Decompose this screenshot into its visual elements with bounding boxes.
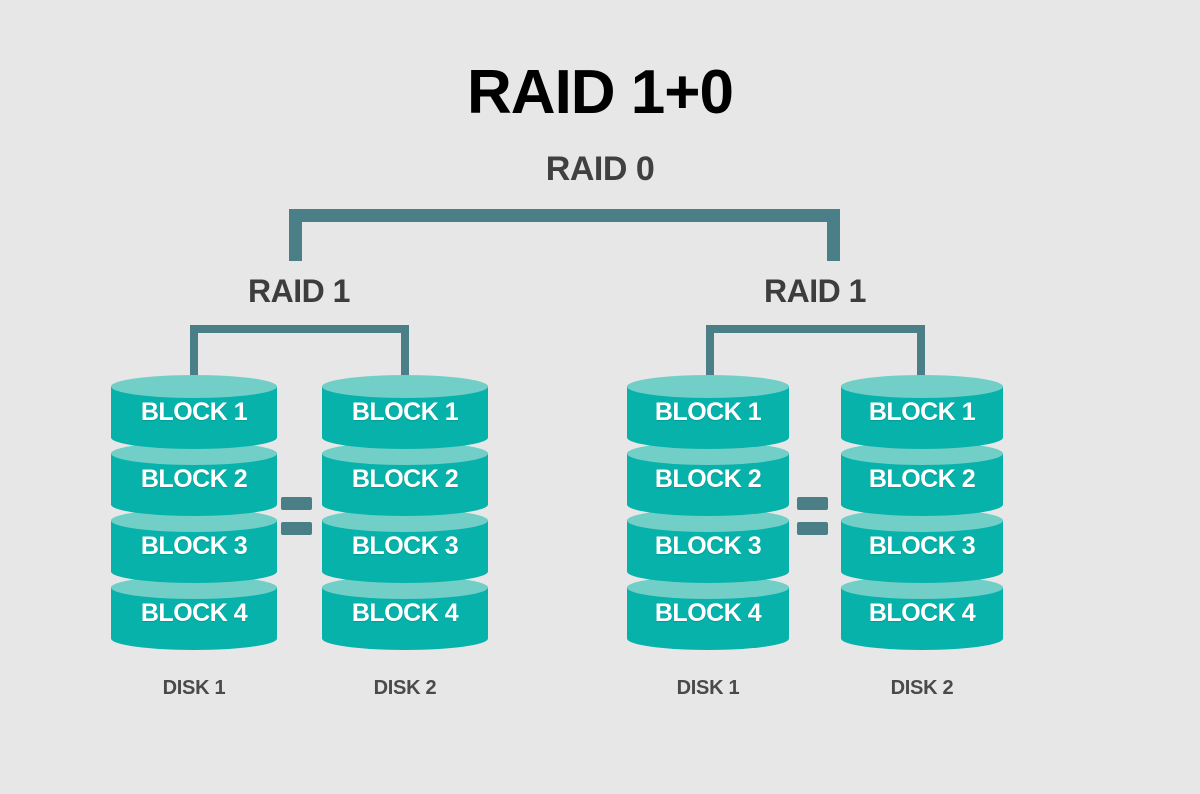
equals-bar-bottom: [281, 522, 312, 535]
raid0-label: RAID 0: [545, 150, 655, 188]
block-label: BLOCK 2: [868, 465, 976, 493]
disk-caption: DISK 2: [890, 677, 954, 699]
disk-block: BLOCK 2: [627, 442, 789, 516]
block-list: BLOCK 4 BLOCK 3 BLOCK 2 BLOCK 1: [322, 375, 488, 653]
disk-block: BLOCK 4: [322, 576, 488, 650]
disk-block: BLOCK 3: [627, 509, 789, 583]
raid1-label-left: RAID 1: [248, 273, 350, 309]
disk-block: BLOCK 1: [627, 375, 789, 449]
disk-caption: DISK 1: [162, 677, 226, 699]
disk-block: BLOCK 3: [111, 509, 277, 583]
disk-block: BLOCK 3: [322, 509, 488, 583]
cylinder-top: [841, 375, 1003, 398]
disk-stack: BLOCK 4 BLOCK 3 BLOCK 2 BLOCK 1: [111, 375, 277, 653]
raid0-bracket: [289, 209, 840, 261]
disk-stack: BLOCK 4 BLOCK 3 BLOCK 2 BLOCK 1: [841, 375, 1003, 653]
block-label: BLOCK 1: [868, 398, 976, 426]
block-label: BLOCK 2: [351, 465, 459, 493]
disk-block: BLOCK 1: [111, 375, 277, 449]
block-list: BLOCK 4 BLOCK 3 BLOCK 2 BLOCK 1: [627, 375, 789, 653]
block-label: BLOCK 4: [654, 599, 762, 627]
cylinder-top: [627, 576, 789, 599]
cylinder-top: [322, 375, 488, 398]
block-list: BLOCK 4 BLOCK 3 BLOCK 2 BLOCK 1: [841, 375, 1003, 653]
block-label: BLOCK 4: [868, 599, 976, 627]
cylinder-top: [841, 576, 1003, 599]
block-label: BLOCK 1: [654, 398, 762, 426]
disk-caption: DISK 1: [676, 677, 740, 699]
block-label: BLOCK 1: [140, 398, 248, 426]
block-label: BLOCK 4: [140, 599, 248, 627]
equals-bar-bottom: [797, 522, 828, 535]
block-label: BLOCK 3: [351, 532, 459, 560]
disk-block: BLOCK 4: [627, 576, 789, 650]
cylinder-top: [111, 576, 277, 599]
cylinder-top: [111, 442, 277, 465]
cylinder-top: [627, 442, 789, 465]
block-list: BLOCK 4 BLOCK 3 BLOCK 2 BLOCK 1: [111, 375, 277, 653]
equals-bar-top: [281, 497, 312, 510]
cylinder-top: [841, 509, 1003, 532]
disk-caption: DISK 2: [373, 677, 437, 699]
disk-block: BLOCK 4: [111, 576, 277, 650]
cylinder-top: [322, 509, 488, 532]
cylinder-top: [627, 375, 789, 398]
block-label: BLOCK 1: [351, 398, 459, 426]
disk-block: BLOCK 2: [322, 442, 488, 516]
block-label: BLOCK 3: [654, 532, 762, 560]
cylinder-top: [841, 442, 1003, 465]
disk-stack: BLOCK 4 BLOCK 3 BLOCK 2 BLOCK 1: [322, 375, 488, 653]
cylinder-top: [111, 375, 277, 398]
disk-block: BLOCK 4: [841, 576, 1003, 650]
equals-sign-left: [281, 497, 312, 535]
equals-sign-right: [797, 497, 828, 535]
block-label: BLOCK 3: [868, 532, 976, 560]
page-title: RAID 1+0: [467, 58, 734, 127]
disk-block: BLOCK 2: [111, 442, 277, 516]
raid1-label-right: RAID 1: [764, 273, 866, 309]
cylinder-top: [111, 509, 277, 532]
raid1-bracket-right: [706, 325, 925, 387]
disk-block: BLOCK 1: [841, 375, 1003, 449]
disk-stack: BLOCK 4 BLOCK 3 BLOCK 2 BLOCK 1: [627, 375, 789, 653]
block-label: BLOCK 3: [140, 532, 248, 560]
disk-block: BLOCK 3: [841, 509, 1003, 583]
cylinder-top: [627, 509, 789, 532]
cylinder-top: [322, 576, 488, 599]
disk-block: BLOCK 2: [841, 442, 1003, 516]
raid1-bracket-left: [190, 325, 409, 387]
block-label: BLOCK 2: [654, 465, 762, 493]
block-label: BLOCK 2: [140, 465, 248, 493]
block-label: BLOCK 4: [351, 599, 459, 627]
disk-block: BLOCK 1: [322, 375, 488, 449]
cylinder-top: [322, 442, 488, 465]
equals-bar-top: [797, 497, 828, 510]
